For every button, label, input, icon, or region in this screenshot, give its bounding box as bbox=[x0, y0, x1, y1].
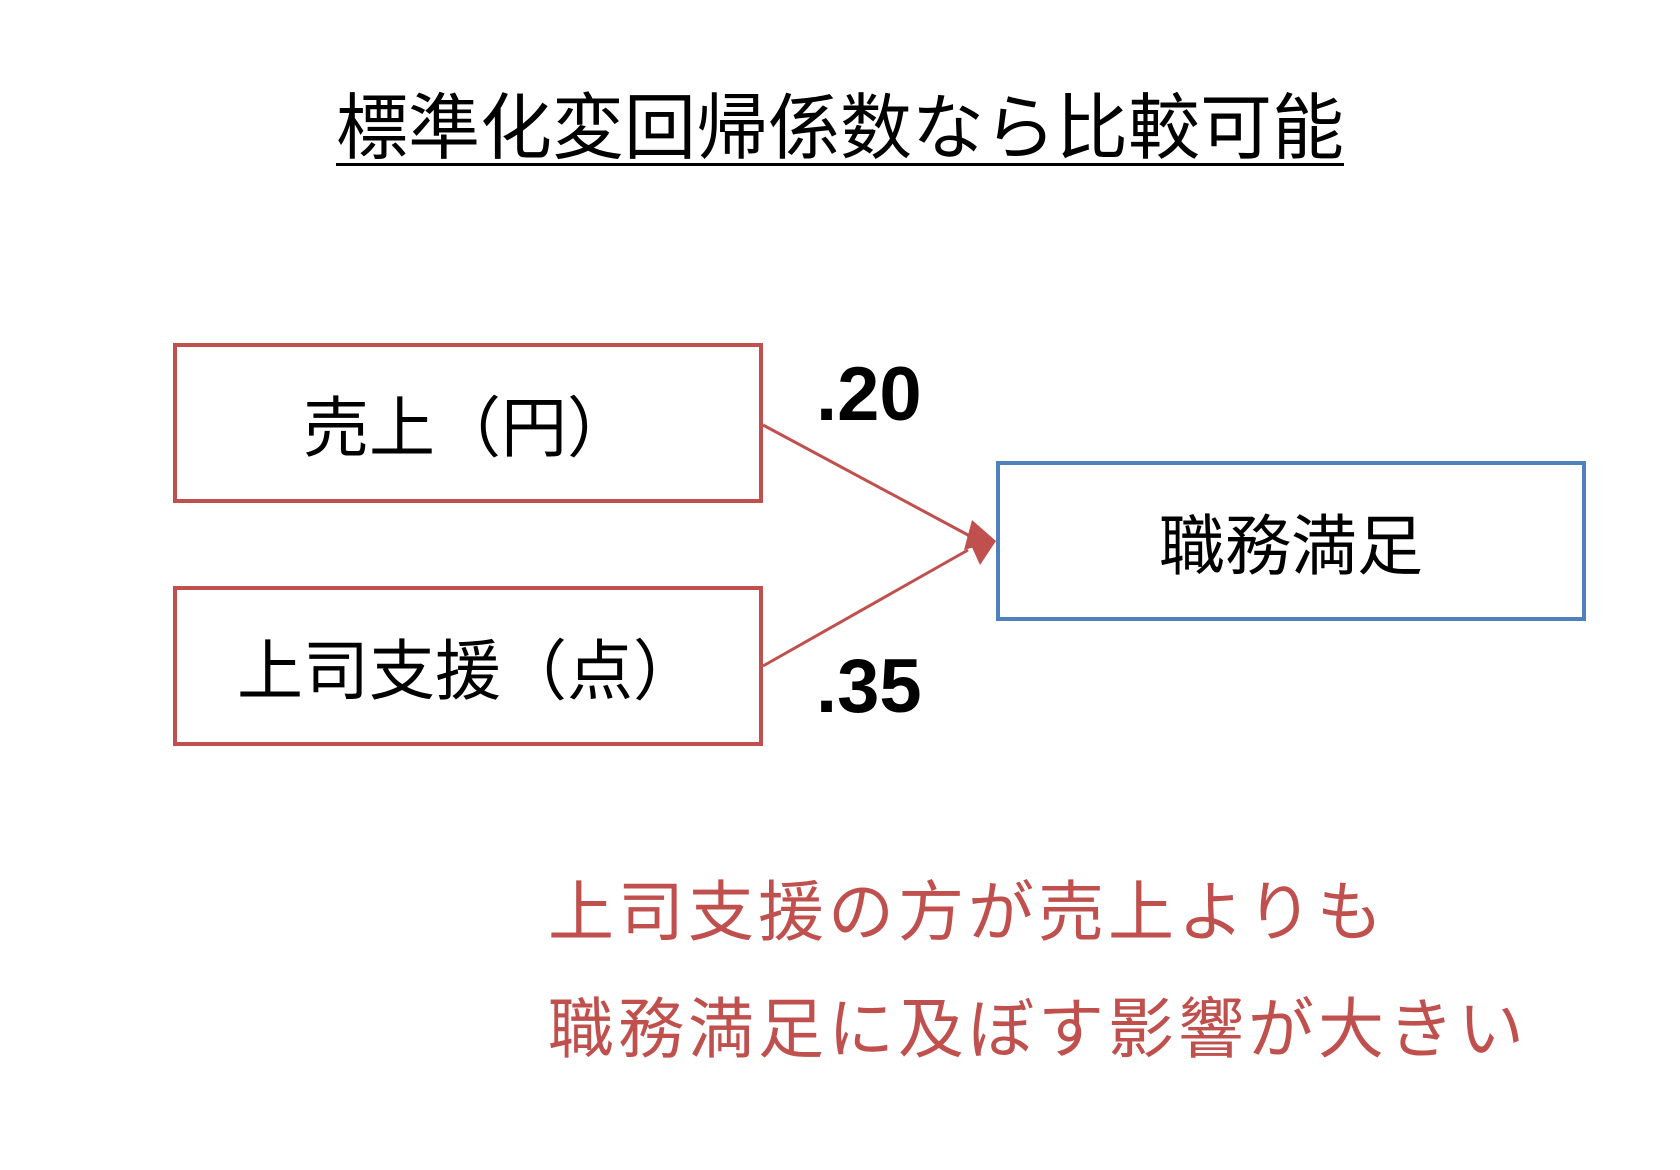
arrow-support-to-satisfaction bbox=[762, 548, 969, 668]
coefficient-sales: .20 bbox=[816, 352, 922, 437]
predictor-label-sales: 売上（円） bbox=[303, 390, 633, 467]
predictor-box-sales: 売上（円） bbox=[173, 343, 763, 503]
predictor-box-supervisor-support: 上司支援（点） bbox=[173, 586, 763, 746]
conclusion-line-1: 上司支援の方が売上よりも bbox=[548, 874, 1387, 951]
outcome-label-job-satisfaction: 職務満足 bbox=[1159, 508, 1423, 585]
arrow-sales-to-satisfaction bbox=[762, 423, 969, 537]
slide-title-text: 標準化変回帰係数なら比較可能 bbox=[335, 86, 1344, 170]
coefficient-supervisor-support: .35 bbox=[816, 644, 922, 729]
predictor-label-supervisor-support: 上司支援（点） bbox=[237, 633, 699, 710]
slide-title: 標準化変回帰係数なら比較可能 bbox=[0, 78, 1680, 178]
arrowhead-support bbox=[966, 534, 996, 565]
outcome-box-job-satisfaction: 職務満足 bbox=[996, 461, 1586, 621]
conclusion-line-2: 職務満足に及ぼす影響が大きい bbox=[548, 991, 1528, 1068]
